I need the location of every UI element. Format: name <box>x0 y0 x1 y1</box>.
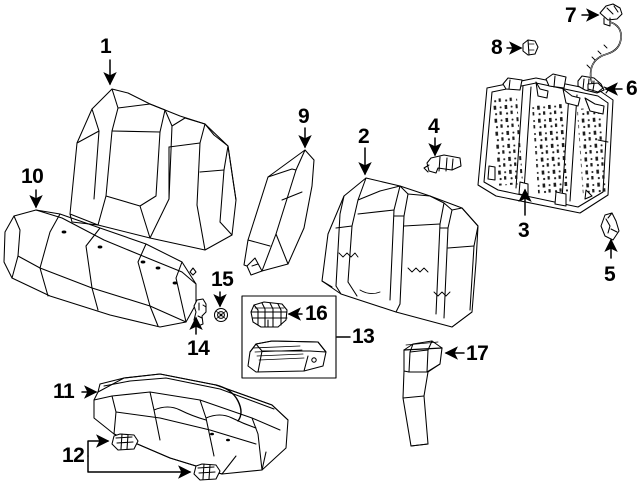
callout-label-7: 7 <box>565 4 577 27</box>
callout-label-4: 4 <box>428 115 440 138</box>
part-wire-harness <box>586 3 623 93</box>
leader-12a <box>87 434 110 457</box>
callout-label-13: 13 <box>352 325 375 348</box>
part-pivot-bolt <box>213 307 229 323</box>
callout-label-10: 10 <box>21 165 44 188</box>
leader-lines <box>29 8 623 479</box>
callout-label-3: 3 <box>518 219 530 242</box>
callout-label-2: 2 <box>358 125 370 148</box>
part-seat-back-frame <box>477 73 614 214</box>
part-seat-back-cover <box>69 88 237 251</box>
part-seat-back-pad <box>321 177 479 328</box>
callout-label-14: 14 <box>187 337 210 360</box>
callout-label-5: 5 <box>604 263 616 286</box>
part-hinge-bracket <box>423 154 462 174</box>
callout-label-17: 17 <box>466 342 489 365</box>
part-retaining-clip-upper <box>111 433 139 451</box>
callout-label-11: 11 <box>53 380 75 403</box>
callout-label-9: 9 <box>298 105 310 128</box>
part-side-bolster <box>243 149 315 276</box>
part-armrest <box>247 340 327 373</box>
callout-label-1: 1 <box>100 35 112 58</box>
callout-label-6: 6 <box>626 77 638 100</box>
part-lock-striker <box>600 212 620 241</box>
leader-12b <box>87 455 192 479</box>
callout-label-16: 16 <box>305 302 328 325</box>
part-cover-cap <box>522 39 539 56</box>
callout-label-8: 8 <box>491 36 503 59</box>
part-seat-belt-buckle <box>402 340 443 447</box>
callout-label-12: 12 <box>62 444 85 467</box>
callout-label-15: 15 <box>211 268 234 291</box>
part-seat-cushion-cover <box>3 209 197 328</box>
part-retaining-clip-lower <box>193 463 221 481</box>
part-seat-cushion-pad <box>93 373 289 475</box>
part-cup-holder-bracket <box>250 301 288 328</box>
